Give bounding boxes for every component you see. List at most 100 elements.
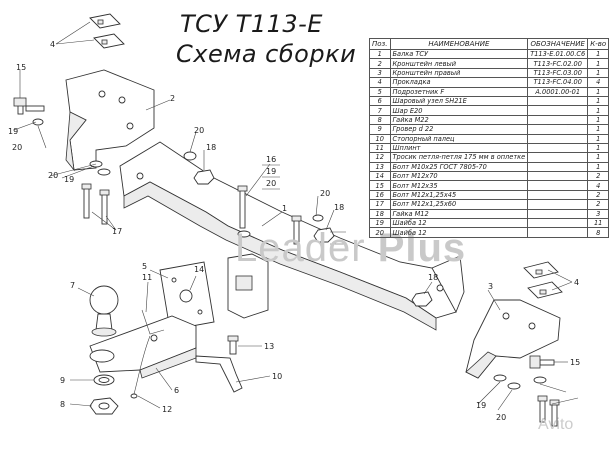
cell-name: Кронштейн правый: [389, 67, 529, 79]
cell-quantity: 2: [587, 171, 609, 182]
cell-name: Болт М12х35: [389, 180, 529, 191]
cell-position: 5: [369, 86, 391, 97]
cell-name: Тросик петля-петля 175 мм в оплетке: [389, 152, 529, 163]
cell-designation: Т113-Е.01.00.С6: [527, 48, 589, 60]
cell-quantity: 11: [587, 218, 609, 229]
cell-position: 9: [369, 124, 391, 135]
callout-15a: 15: [16, 63, 26, 72]
cell-position: 8: [369, 114, 391, 126]
callout-18b: 18: [334, 203, 344, 212]
cell-quantity: 1: [587, 124, 609, 135]
callout-2: 2: [170, 94, 175, 103]
cell-position: 11: [369, 142, 391, 154]
cell-designation: [527, 227, 589, 238]
cell-name: Гайка М22: [389, 114, 529, 126]
nut-m12: [193, 169, 433, 307]
cell-designation: Т113-FC.04.00: [527, 77, 589, 88]
callout-20e: 20: [320, 189, 330, 198]
nut-m22: [89, 397, 119, 415]
callout-19a: 19: [8, 127, 18, 136]
callout-10: 10: [272, 372, 282, 381]
watermark-small: Avito: [538, 416, 574, 433]
cell-designation: [527, 161, 589, 173]
cell-designation: [527, 105, 589, 116]
callout-4a: 4: [50, 40, 55, 49]
assembly-diagram: 4 4 2 3 1 5 6 7 8 9 10 11 12 13 14 15 15…: [8, 10, 609, 433]
right-bracket: [465, 299, 561, 379]
cell-quantity: 1: [587, 67, 609, 79]
washers: [32, 118, 547, 390]
cell-position: 6: [369, 95, 391, 107]
cell-designation: [527, 133, 589, 144]
cell-position: 16: [369, 189, 391, 201]
callout-19d: 19: [476, 401, 486, 410]
cell-designation: [527, 180, 589, 191]
cell-quantity: 1: [587, 114, 609, 126]
spacer-plate-top: [89, 13, 125, 49]
lock-washer: [93, 374, 115, 386]
cell-designation: А.0001.00-01: [527, 86, 589, 97]
callout-18c: 18: [428, 273, 438, 282]
cell-name: Кронштейн левый: [389, 58, 529, 69]
callout-3: 3: [488, 282, 493, 291]
cell-position: 1: [369, 48, 391, 60]
watermark-word-1: Leader: [235, 226, 366, 270]
callout-11: 11: [142, 273, 152, 282]
cell-position: 10: [369, 133, 391, 144]
cell-position: 19: [369, 218, 391, 229]
cell-quantity: 1: [587, 142, 609, 154]
cell-designation: [527, 189, 589, 201]
callout-20c: 20: [48, 171, 58, 180]
cell-designation: Т113-FC.03.00: [527, 67, 589, 79]
cell-position: 18: [369, 208, 391, 220]
safety-cable: [130, 335, 151, 399]
drawing-subtitle: Схема сборки: [176, 40, 357, 68]
cell-designation: [527, 114, 589, 126]
cell-quantity: 1: [587, 86, 609, 97]
callout-9: 9: [60, 376, 65, 385]
bolt-m10: [227, 335, 239, 355]
left-bracket: [65, 69, 155, 172]
cell-quantity: 1: [587, 95, 609, 107]
callout-13: 13: [264, 342, 274, 351]
bolt-m12x35-left: [13, 97, 45, 115]
ball-mount: [89, 315, 197, 379]
callout-20d: 20: [266, 179, 276, 188]
bolt-m12x125x60: [81, 183, 110, 225]
cell-quantity: 8: [587, 227, 609, 238]
callout-5: 5: [142, 262, 147, 271]
callout-underlines: [262, 164, 346, 245]
cell-quantity: 1: [587, 48, 609, 60]
cell-quantity: 1: [587, 152, 609, 163]
cell-designation: [527, 95, 589, 107]
callout-20b: 20: [12, 143, 22, 152]
cell-quantity: 4: [587, 180, 609, 191]
spacer-plate-right: [523, 261, 563, 299]
callout-7: 7: [70, 281, 75, 290]
callout-19b: 19: [64, 175, 74, 184]
cell-name: Шплинт: [389, 142, 529, 154]
bolt-m12x70: [237, 185, 248, 229]
callout-18a: 18: [206, 143, 216, 152]
cell-quantity: 4: [587, 77, 609, 88]
callout-labels: 4 4 2 3 1 5 6 7 8 9 10 11 12 13 14 15 15…: [8, 40, 580, 422]
parts-table-header: Поз. НАИМЕНОВАНИЕ ОБОЗНАЧЕНИЕ К-во: [369, 38, 609, 50]
cell-name: Гровер d 22: [389, 124, 529, 135]
callout-8: 8: [60, 400, 65, 409]
